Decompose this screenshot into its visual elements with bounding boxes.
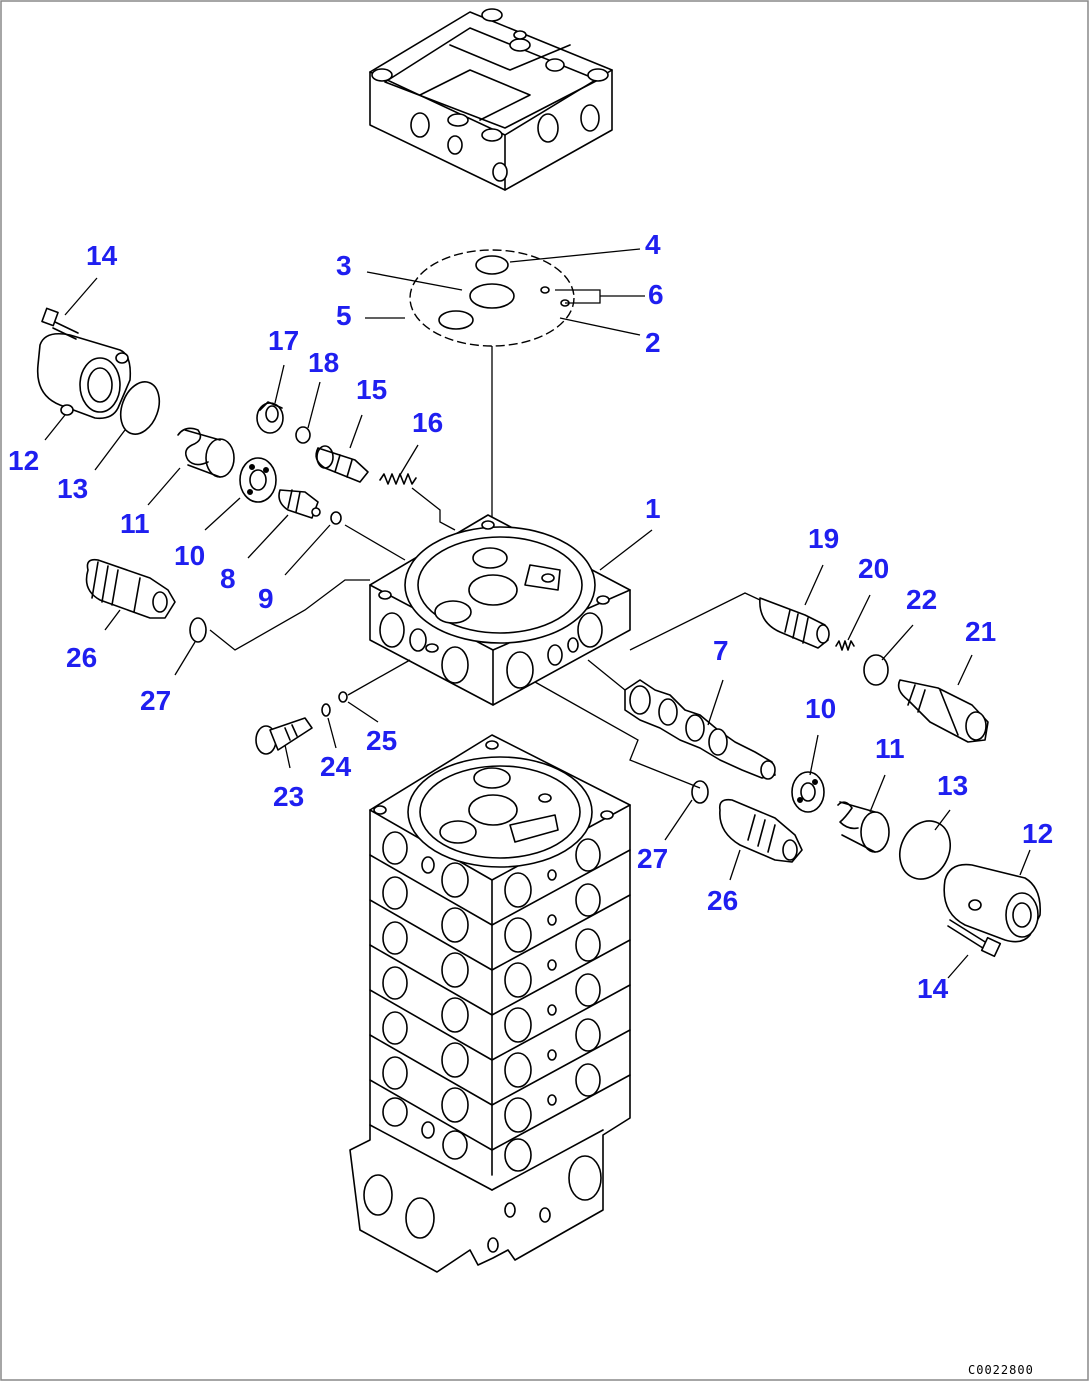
cap-12-right [943, 863, 1042, 943]
retainer-10-right [791, 771, 825, 813]
callout-16: 16 [412, 407, 443, 438]
oring-27-right [691, 780, 709, 804]
callout-27-left: 27 [140, 685, 171, 716]
callout-10-right: 10 [805, 693, 836, 724]
callout-27-right: 27 [637, 843, 668, 874]
callout-8: 8 [220, 563, 236, 594]
callout-15: 15 [356, 374, 387, 405]
callout-14-left: 14 [86, 240, 118, 271]
valve-19 [759, 597, 830, 649]
leader-lines [44, 277, 1031, 979]
spring-11-right [837, 801, 890, 853]
callout-24: 24 [320, 751, 352, 782]
plug-17 [256, 401, 284, 434]
callout-12-right: 12 [1022, 818, 1053, 849]
callouts: 1 2 3 4 5 6 7 8 9 10 10 11 11 12 12 13 1… [8, 229, 1053, 1004]
oring-22 [863, 654, 889, 686]
figure-code: C0022800 [968, 1363, 1034, 1377]
callout-22: 22 [906, 584, 937, 615]
bolt-14-right [947, 919, 1002, 958]
callout-19: 19 [808, 523, 839, 554]
callout-23: 23 [273, 781, 304, 812]
plug-23 [255, 717, 313, 755]
cap-12-left [36, 332, 132, 420]
retainer-10-left [239, 457, 277, 503]
poppet-8 [278, 489, 321, 519]
callout-6: 6 [648, 279, 664, 310]
callout-2: 2 [645, 327, 661, 358]
callout-11-left: 11 [120, 508, 150, 539]
callout-13-right: 13 [937, 770, 968, 801]
oring-9 [330, 511, 342, 525]
oring-27-left [189, 617, 207, 643]
callout-12-left: 12 [8, 445, 39, 476]
callout-13-left: 13 [57, 473, 88, 504]
relief-valve-26-left [85, 558, 176, 619]
callout-1: 1 [645, 493, 661, 524]
callout-18: 18 [308, 347, 339, 378]
callout-21: 21 [965, 616, 996, 647]
spring-16 [379, 473, 417, 485]
piston-15 [315, 445, 369, 483]
callout-26-right: 26 [707, 885, 738, 916]
callout-17: 17 [268, 325, 299, 356]
oring-13-left [119, 381, 161, 435]
valve-stack [349, 734, 631, 1273]
callout-25: 25 [366, 725, 397, 756]
callout-7: 7 [713, 635, 729, 666]
oring-13-right [899, 820, 951, 880]
relief-valve-26-right [718, 798, 803, 863]
callout-26-left: 26 [66, 642, 97, 673]
oring-24 [321, 703, 331, 717]
callout-5: 5 [336, 300, 352, 331]
callout-3: 3 [336, 250, 352, 281]
callout-14-right: 14 [917, 973, 949, 1004]
callout-9: 9 [258, 583, 274, 614]
oring-25 [338, 691, 348, 703]
callout-11-right: 11 [875, 733, 905, 764]
bolt-14-left [41, 307, 79, 340]
callout-4: 4 [645, 229, 661, 260]
plug-21 [897, 679, 989, 743]
section-block [369, 514, 631, 706]
top-cover-block [369, 8, 613, 191]
gasket-leaders [365, 248, 645, 336]
spring-20 [835, 640, 855, 651]
callout-20: 20 [858, 553, 889, 584]
spool-7 [624, 679, 776, 780]
callout-10-left: 10 [174, 540, 205, 571]
oring-18 [295, 426, 311, 444]
spring-11-left [177, 427, 235, 478]
assembly-lines [209, 487, 761, 789]
